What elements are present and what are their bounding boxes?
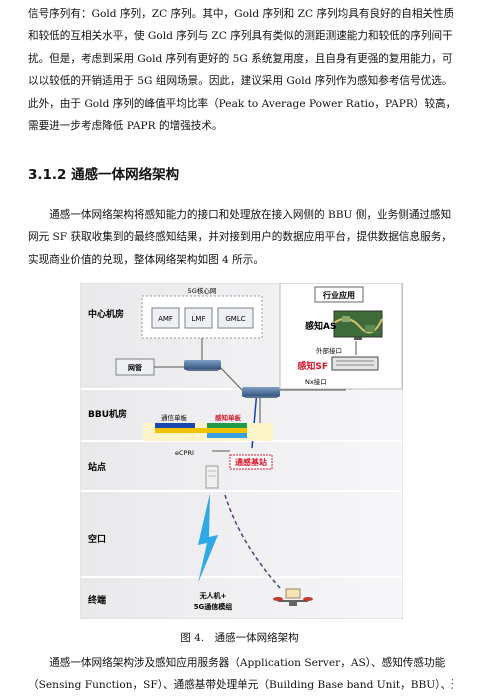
- paragraph-2: 通感一体网络架构将感知能力的接口和处理放在接入网侧的 BBU 侧，业务侧通过感知…: [28, 204, 453, 271]
- switch-icon: [242, 387, 280, 398]
- nf-box-amf: [151, 307, 180, 329]
- wireless-link-icon: [198, 493, 218, 583]
- text-line: （Sensing Function，SF）、通感基带处理单元（Building …: [28, 679, 453, 692]
- row-label-air: 空口: [88, 533, 106, 545]
- core-network-title: 5G核心网: [188, 286, 217, 295]
- terminal-label-1: 无人机+: [199, 591, 227, 600]
- nf-box-lmf: [184, 307, 213, 329]
- comm-board-label: 通信单板: [161, 413, 188, 422]
- text-line: 信号序列有：Gold 序列，ZC 序列。其中，Gold 序列和 ZC 序列均具有…: [28, 8, 453, 20]
- text-line: 此外，由于 Gold 序列的峰值平均比率（Peak to Average Pow…: [28, 97, 453, 110]
- text-line: 通感一体网络架构涉及感知应用服务器（Application Server，AS）…: [28, 657, 446, 669]
- text-line: 需要进一步考虑降低 PAPR 的增强技术。: [28, 120, 223, 133]
- as-label: 感知AS: [305, 320, 336, 332]
- comm-board: [155, 423, 195, 428]
- text-line: 实现商业价值的兑现，整体网络架构如图 4 所示。: [28, 253, 264, 266]
- section-heading: 3.1.2 通感一体网络架构: [28, 167, 180, 183]
- drone-icon: [273, 588, 313, 606]
- industry-app-label: 行业应用: [322, 290, 355, 300]
- nx-if-label: Nx接口: [305, 377, 327, 386]
- cpri-label: eCPRI: [175, 449, 194, 457]
- architecture-diagram: 中心机房 BBU机房 站点 空口 终端 5G核心网 AMF LMF GMLC 网…: [79, 282, 404, 620]
- paragraph-1: 信号序列有：Gold 序列，ZC 序列。其中，Gold 序列和 ZC 序列均具有…: [28, 3, 453, 137]
- switch-icon: [184, 360, 221, 371]
- text-line: 扰。但是，考虑到采用 Gold 序列有更好的 5G 系统复用度，且自身有更强的复…: [28, 52, 453, 65]
- nf-lmf: LMF: [192, 315, 206, 323]
- nf-gmlc: GMLC: [225, 315, 245, 323]
- server-icon: [331, 356, 379, 371]
- text-line: 和较低的互相关水平，使 Gold 序列与 ZC 序列具有类似的测距测速能力和较低…: [28, 30, 453, 43]
- bbu-backplane: [155, 428, 247, 433]
- sense-board: [207, 423, 247, 428]
- terminal-label-2: 5G通信模组: [194, 602, 233, 611]
- text-line: 以以较低的开销适用于 5G 组网场景。因此，建议采用 Gold 序列作为感知参考…: [28, 75, 453, 88]
- row-label-center: 中心机房: [88, 308, 124, 320]
- figure-caption: 图 4. 通感一体网络架构: [180, 632, 299, 644]
- nms-label: 网管: [128, 363, 142, 372]
- sf-label: 感知SF: [297, 360, 328, 372]
- sense-bs-box: [229, 454, 273, 470]
- text-line: 通感一体网络架构将感知能力的接口和处理放在接入网侧的 BBU 侧，业务侧通过感知: [28, 209, 452, 221]
- base-station-icon: [205, 465, 219, 489]
- sense-board-label: 感知单板: [215, 413, 242, 422]
- text-line: 网元 SF 获取收集到的最终感知结果，并对接到用户的数据应用平台，提供数据信息服…: [28, 231, 452, 244]
- row-band: [81, 578, 402, 618]
- bbu-port: [207, 433, 247, 438]
- echo-path: [224, 494, 281, 589]
- nf-amf: AMF: [158, 315, 173, 323]
- network-architecture-figure: 中心机房 BBU机房 站点 空口 终端 5G核心网 AMF LMF GMLC 网…: [79, 282, 404, 620]
- row-label-terminal: 终端: [87, 594, 106, 606]
- map-screen-icon: [333, 310, 383, 340]
- row-label-bbu: BBU机房: [88, 408, 127, 420]
- external-if-label: 外部接口: [316, 346, 342, 355]
- nf-box-gmlc: [217, 307, 254, 329]
- industry-app-box: [314, 286, 364, 303]
- sense-bs-label: 通感基站: [235, 457, 267, 467]
- paragraph-3: 通感一体网络架构涉及感知应用服务器（Application Server，AS）…: [28, 652, 453, 697]
- row-label-site: 站点: [88, 461, 106, 473]
